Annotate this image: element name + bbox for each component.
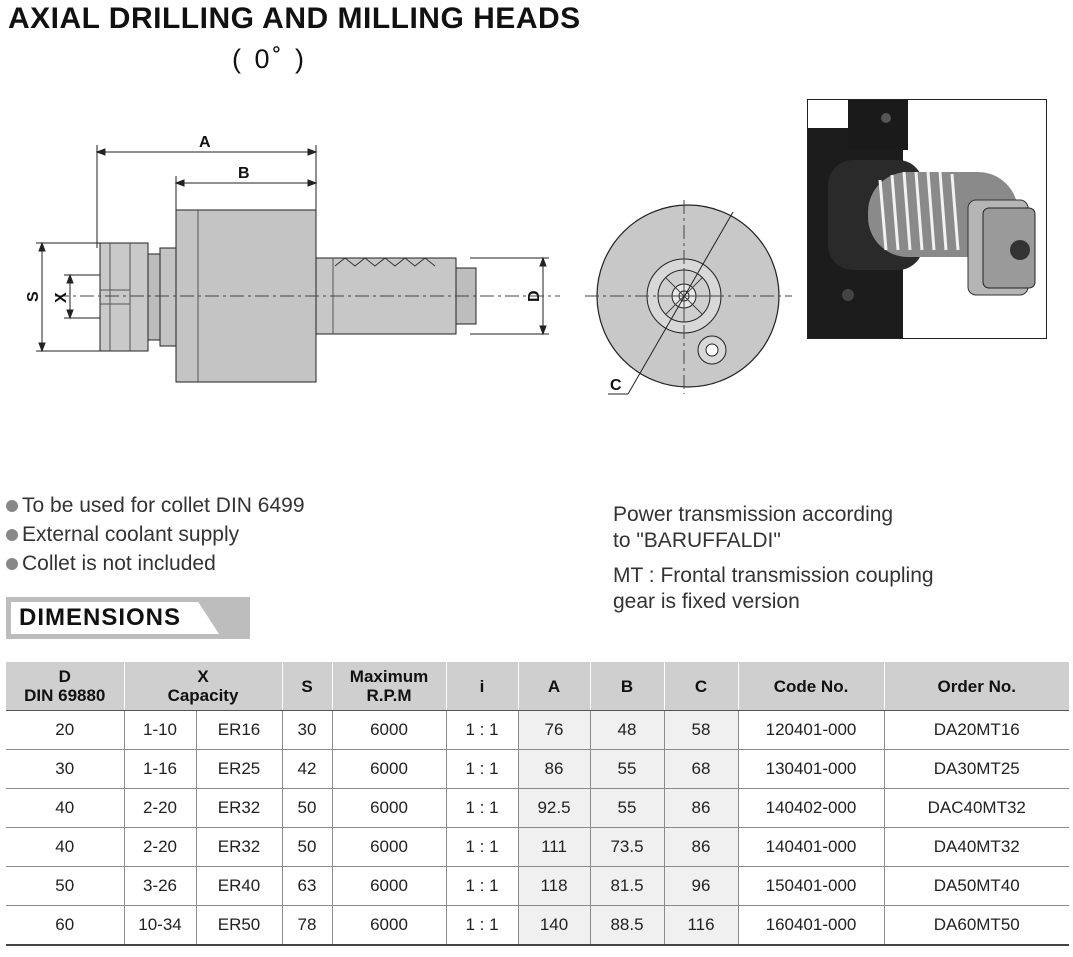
- header-c: C: [663, 662, 738, 711]
- header-code: Code No.: [737, 662, 884, 711]
- technical-drawing: A B S X D C: [25, 134, 792, 395]
- bullet-icon: [6, 528, 18, 541]
- dim-label-x: X: [53, 292, 70, 303]
- dimensions-label: DIMENSIONS: [19, 604, 182, 631]
- dim-label-s: S: [25, 291, 42, 302]
- list-item: To be used for collet DIN 6499: [6, 491, 305, 520]
- header-order: Order No.: [883, 662, 1069, 711]
- bullet-icon: [6, 499, 18, 512]
- dim-label-a: A: [199, 134, 211, 151]
- header-s: S: [281, 662, 332, 711]
- mt-note: MT : Frontal transmission coupling gear …: [613, 564, 934, 613]
- header-b: B: [589, 662, 664, 711]
- page-title: AXIAL DRILLING AND MILLING HEADS: [8, 2, 581, 35]
- header-i: i: [445, 662, 518, 711]
- dimensions-section-header: DIMENSIONS: [6, 597, 250, 639]
- list-item: Collet is not included: [6, 549, 305, 578]
- transmission-notes: Power transmission according to "BARUFFA…: [613, 502, 934, 624]
- header-a: A: [517, 662, 590, 711]
- product-photo: [807, 99, 1047, 339]
- bullet-icon: [6, 557, 18, 570]
- dim-label-d: D: [526, 290, 543, 302]
- power-transmission-note: Power transmission according to "BARUFFA…: [613, 503, 894, 552]
- dim-label-b: B: [238, 165, 250, 182]
- dim-label-c: C: [610, 377, 622, 394]
- list-item: External coolant supply: [6, 520, 305, 549]
- feature-list: To be used for collet DIN 6499 External …: [6, 491, 305, 578]
- page-subtitle: ( 0˚ ): [232, 44, 307, 74]
